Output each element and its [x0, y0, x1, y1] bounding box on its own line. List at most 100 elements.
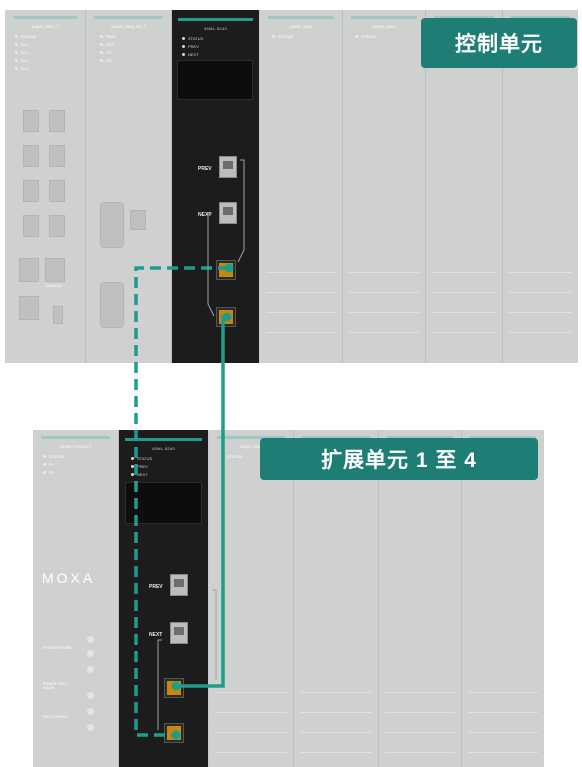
serial-port [100, 202, 124, 248]
terminal-row [509, 292, 572, 293]
terminal-row [468, 712, 538, 713]
terminal-row [349, 312, 419, 313]
control-unit-label: 控制单元 [421, 18, 577, 68]
module-title: 45MR-2601 [289, 24, 313, 29]
console-label: CONSOLE [45, 284, 63, 288]
link-line [212, 589, 217, 680]
terminal-row [215, 692, 287, 693]
module-top-bar [351, 16, 417, 19]
terminal-row [300, 752, 372, 753]
module-title: 45MR-PS0001T [59, 444, 92, 449]
module-indicator: P1 [43, 462, 54, 467]
module-indicator: DI 3 [15, 66, 28, 71]
module-indicator: NEXT [131, 472, 148, 477]
module-top-bar [387, 436, 453, 439]
link-line [157, 639, 162, 730]
terminal-row [349, 292, 419, 293]
module-indicator: P2 [43, 470, 54, 475]
terminal-row [215, 712, 287, 713]
terminal-row [432, 292, 496, 293]
module-indicator: PREV [131, 464, 148, 469]
module-top-bar [94, 16, 163, 19]
terminal-row [349, 332, 419, 333]
power-led [87, 708, 94, 715]
terminal-row [509, 332, 572, 333]
cpu-module-bottom: 45ML-5240 STATUS PREV NEXT PREV NEXT [119, 430, 208, 767]
link-line [237, 159, 245, 263]
power-led [87, 636, 94, 643]
terminal-row [385, 732, 455, 733]
solid-cable [176, 315, 227, 688]
io-module-right [294, 430, 379, 767]
next-port [170, 622, 188, 644]
module-top-bar [511, 16, 570, 19]
cpu-screen [125, 482, 202, 524]
comm-module: 45MR-1600-SS-T PWR RDY TX RX [86, 10, 172, 363]
usb-port [19, 296, 39, 320]
connector-block [49, 215, 65, 237]
terminal-row [266, 292, 336, 293]
usb-port [53, 306, 63, 324]
module-indicator: STATUS [131, 456, 152, 461]
link-line [207, 213, 215, 317]
io-module-right [503, 10, 578, 363]
power-label: FIELD POWER [43, 715, 68, 719]
module-top-bar [178, 18, 253, 21]
terminal-row [266, 332, 336, 333]
power-label: POWER INPUT SEL/IN [43, 682, 68, 690]
terminal-row [468, 692, 538, 693]
cable-connector [222, 312, 232, 322]
module-top-bar [41, 436, 110, 439]
module-top-bar [125, 438, 202, 441]
connector-block [23, 215, 39, 237]
module-top-bar [13, 16, 77, 19]
terminal-row [385, 712, 455, 713]
module-indicator: NEXT [182, 52, 199, 57]
module-top-bar [217, 436, 285, 439]
dashed-cable [134, 266, 229, 737]
module-indicator: STATUS [15, 34, 36, 39]
io-module: 45MR-1601-T STATUS DI 0 DI 1 DI 2 DI 3 C… [5, 10, 86, 363]
next-port-label: NEXT [198, 212, 212, 218]
prev-port-label: PREV [149, 584, 163, 590]
expansion-unit: 45MR-PS0001T STATUS P1 P2 MOXA SYSTEM PO… [33, 430, 544, 767]
io-module-right [462, 430, 544, 767]
connector-block [23, 180, 39, 202]
cable-connector [224, 263, 234, 273]
module-indicator: PREV [182, 44, 199, 49]
io-module-right: 45MR-2601 STATUS [260, 10, 343, 363]
serial-port [100, 282, 124, 328]
control-unit: 45MR-1601-T STATUS DI 0 DI 1 DI 2 DI 3 C… [5, 10, 578, 363]
terminal-row [509, 272, 572, 273]
connector-block [49, 145, 65, 167]
power-label: SYSTEM POWER [43, 646, 72, 650]
console-port [19, 258, 39, 282]
next-port-label: NEXT [149, 632, 163, 638]
terminal-row [300, 692, 372, 693]
power-led [87, 724, 94, 731]
module-indicator: TX [100, 50, 111, 55]
connector-block [23, 145, 39, 167]
module-top-bar [470, 436, 536, 439]
terminal-row [266, 272, 336, 273]
eth-port-dim [130, 210, 146, 230]
module-title: 45MR-1601-T [31, 24, 59, 29]
terminal-row [385, 752, 455, 753]
module-indicator: PWR [100, 34, 115, 39]
terminal-row [432, 312, 496, 313]
module-top-bar [268, 16, 334, 19]
terminal-row [300, 732, 372, 733]
module-indicator: DI 0 [15, 42, 28, 47]
prev-port-label: PREV [198, 166, 212, 172]
module-title: 45ML-5240 [152, 446, 175, 451]
moxa-logo: MOXA [42, 570, 96, 586]
terminal-row [509, 312, 572, 313]
power-led [87, 650, 94, 657]
power-led [87, 666, 94, 673]
connector-block [49, 110, 65, 132]
terminal-row [468, 752, 538, 753]
prev-port [170, 574, 188, 596]
io-module-right: 45MR-2601 STATUS [343, 10, 426, 363]
connector-block [49, 180, 65, 202]
module-indicator: RX [100, 58, 112, 63]
